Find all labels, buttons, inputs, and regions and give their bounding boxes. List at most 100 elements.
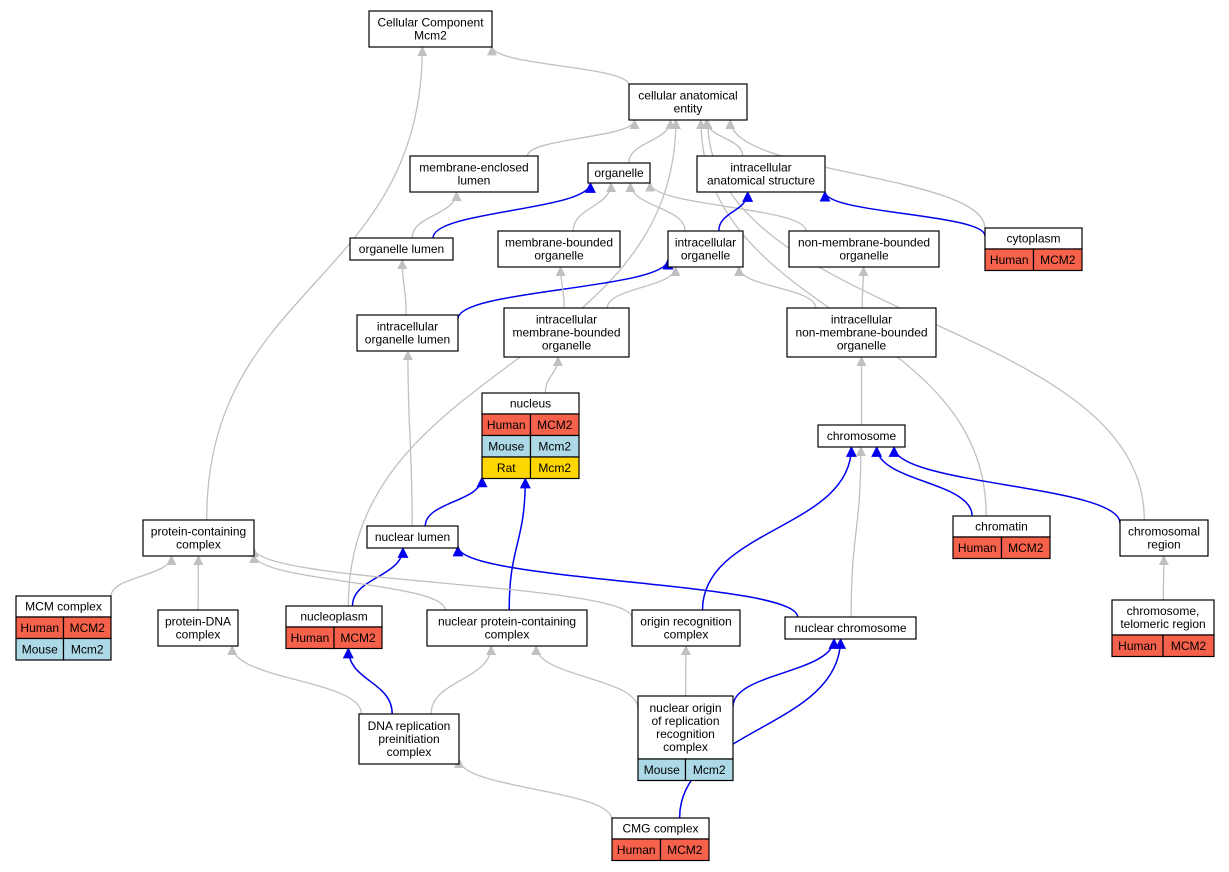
node-label: region: [1147, 538, 1180, 552]
node-label: intracellular: [831, 313, 892, 327]
node-nuclear-chromosome[interactable]: nuclear chromosome: [784, 616, 917, 640]
node-label: intracellular: [377, 320, 438, 334]
edge-telomeric-to-chromosomal-region: [1158, 555, 1169, 601]
edge-cae-to-cc-mcm2: [487, 45, 630, 86]
node-nuclear-lumen[interactable]: nuclear lumen: [366, 525, 459, 549]
node-label: complex: [176, 538, 221, 552]
edge-organelle-lumen-to-mel: [411, 191, 462, 239]
edge-layer: [110, 45, 1169, 821]
node-label: organelle: [534, 249, 584, 263]
node-label: DNA replication: [368, 719, 451, 733]
edge-nucleoplasm-to-cae: [347, 119, 681, 607]
node-box: [1119, 519, 1209, 557]
gene-label: Mcm2: [538, 461, 571, 475]
edge-organelle-to-cae: [628, 119, 676, 164]
node-label: complex: [663, 740, 708, 754]
edge-mel-to-cae: [526, 119, 640, 157]
node-inmbo[interactable]: intracellularnon-membrane-boundedorganel…: [786, 307, 937, 358]
node-box: [587, 162, 651, 184]
node-label: nuclear lumen: [375, 530, 450, 544]
node-label: cytoplasm: [1006, 232, 1060, 246]
node-label: cellular anatomical: [638, 89, 737, 103]
node-box: [368, 10, 493, 48]
node-label: CMG complex: [622, 822, 698, 836]
node-label: membrane-bounded: [512, 326, 620, 340]
node-label: origin recognition: [640, 615, 731, 629]
edge-io-to-ias: [718, 190, 754, 232]
node-box: [366, 525, 459, 549]
node-label: of replication: [651, 714, 719, 728]
species-label: Mouse: [22, 643, 58, 657]
node-organelle-lumen[interactable]: organelle lumen: [349, 237, 454, 261]
gene-cell: [62, 637, 112, 661]
edge-nuclear-lumen-to-iol: [402, 350, 413, 527]
edge-norc-to-npcc: [531, 645, 639, 709]
node-label: lumen: [458, 174, 491, 188]
species-label: Human: [990, 253, 1029, 267]
species-label: Rat: [497, 461, 516, 475]
gene-cell: [1000, 536, 1051, 560]
edge-orc-to-pcc: [249, 547, 633, 619]
node-label: telomeric region: [1120, 617, 1205, 631]
node-label: non-membrane-bounded: [795, 326, 927, 340]
node-label: complex: [485, 628, 530, 642]
edge-mbo-to-organelle: [572, 182, 617, 232]
edge-inmbo-to-io: [734, 266, 817, 309]
species-label: Human: [1118, 639, 1157, 653]
edge-nmbo-to-organelle: [645, 181, 807, 232]
node-chromosome[interactable]: chromosome: [817, 424, 906, 448]
node-label: Cellular Component: [377, 16, 484, 30]
node-label: organelle lumen: [359, 242, 444, 256]
node-label: protein-containing: [151, 525, 246, 539]
edge-chromatin-to-chromosome: [871, 445, 973, 517]
species-label: Human: [487, 418, 526, 432]
node-label: complex: [387, 745, 432, 759]
edge-dna-prc-to-nucleoplasm: [342, 647, 393, 715]
node-box: [497, 230, 621, 268]
edge-dna-prc-to-npcc: [430, 645, 497, 715]
node-organelle[interactable]: organelle: [587, 162, 651, 184]
node-label: nuclear protein-containing: [438, 615, 576, 629]
edge-chromosomal-region-to-chromosome: [888, 445, 1121, 524]
node-box: [409, 155, 539, 193]
gene-cell: [1162, 634, 1215, 658]
node-label: intracellular: [675, 236, 736, 250]
edge-organelle-lumen-to-organelle: [432, 181, 596, 239]
node-label: nuclear origin: [649, 701, 721, 715]
gene-label: MCM2: [1040, 253, 1076, 267]
node-box: [157, 609, 239, 647]
gene-label: MCM2: [667, 843, 703, 857]
edge-nuclear-chromosome-to-chromosome: [850, 446, 866, 618]
node-box: [349, 237, 454, 261]
node-box: [788, 230, 940, 268]
node-label: organelle: [542, 339, 592, 353]
node-label: protein-DNA: [165, 615, 231, 629]
node-label: membrane-bounded: [505, 236, 613, 250]
species-label: Mouse: [644, 763, 680, 777]
edge-imbo-to-mbo: [555, 266, 566, 309]
